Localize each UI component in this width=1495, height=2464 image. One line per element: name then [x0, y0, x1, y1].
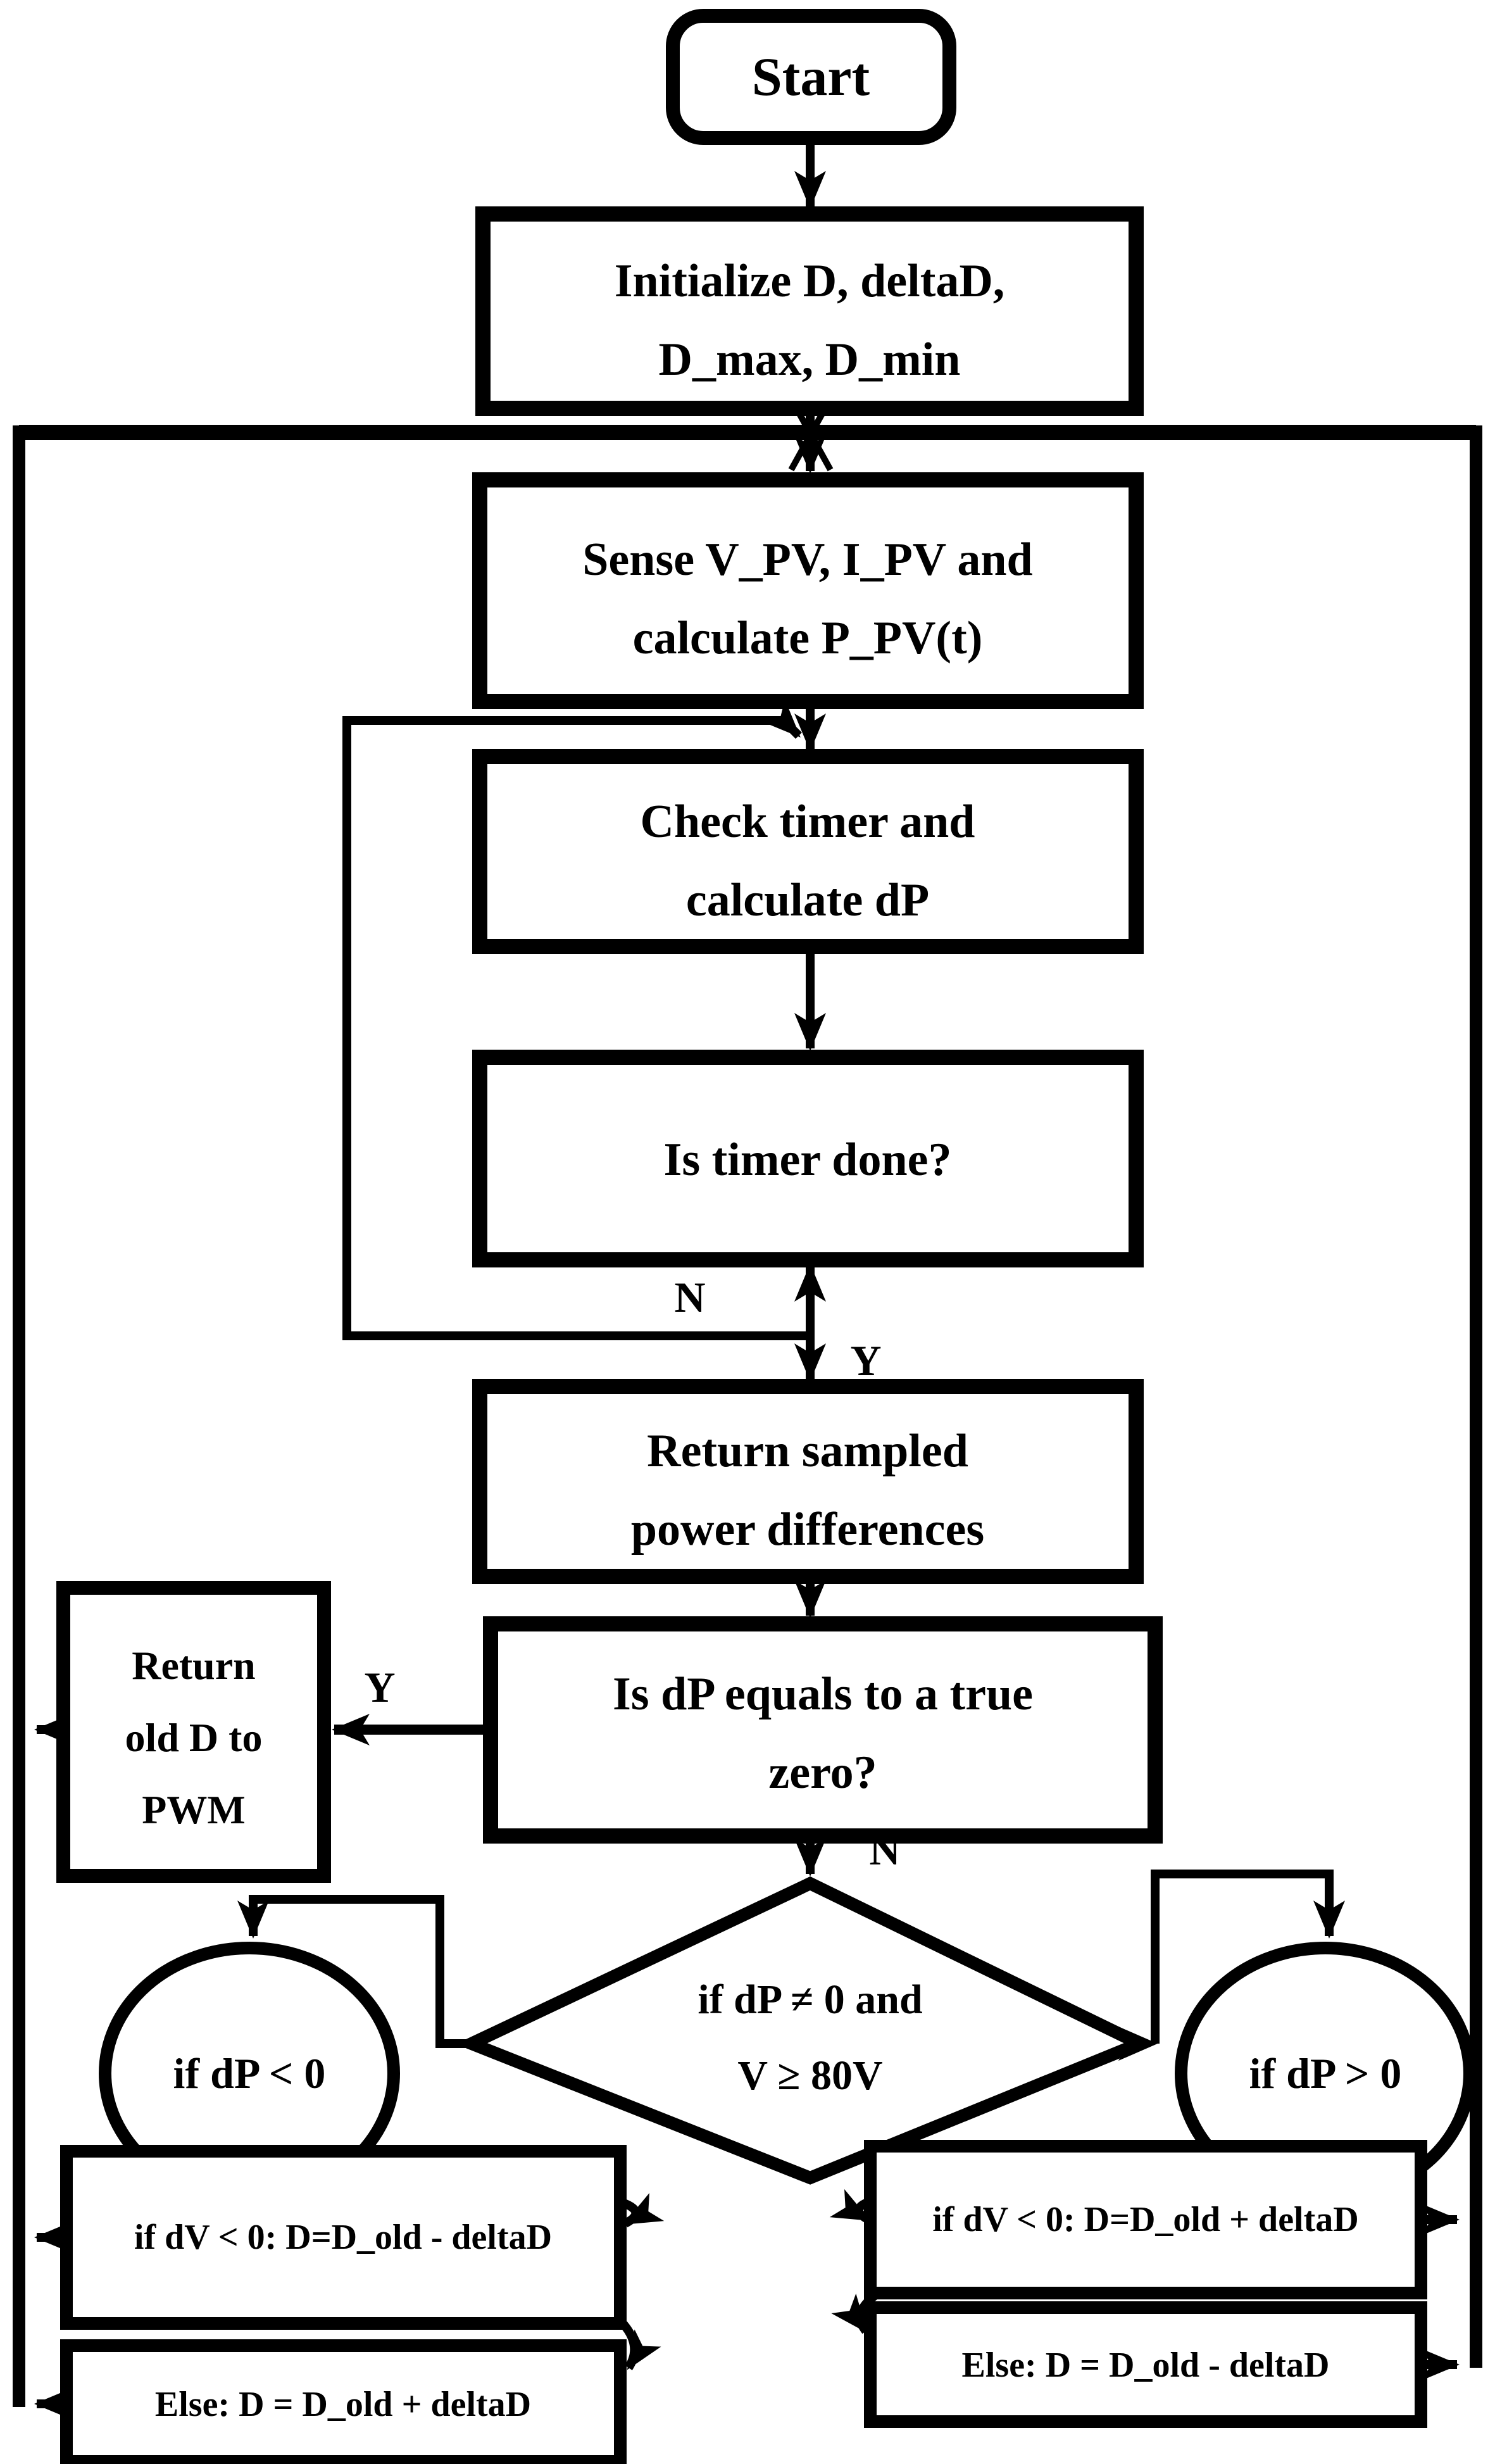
dp-negative-label: if dP < 0 — [173, 2049, 326, 2097]
label-timer-yes: Y — [850, 1336, 881, 1385]
node-right-if: if dV < 0: D=D_old + deltaD — [864, 2140, 1427, 2299]
node-sense: Sense V_PV, I_PV and calculate P_PV(t) — [472, 472, 1144, 709]
initialize-line2: D_max, D_min — [659, 334, 961, 386]
node-initialize: Initialize D, deltaD, D_max, D_min — [475, 206, 1144, 416]
check-timer-box — [472, 749, 1144, 954]
node-left-if: if dV < 0: D=D_old - deltaD — [60, 2145, 627, 2330]
check-timer-line1: Check timer and — [641, 796, 975, 848]
return-old-d-line1: Return — [132, 1643, 256, 1688]
return-sampled-box — [472, 1379, 1144, 1584]
feedback-rails — [13, 425, 1482, 2407]
right-else-label: Else: D = D_old - deltaD — [962, 2346, 1330, 2385]
edge-diamond-dpnegative — [237, 1895, 472, 2048]
return-sampled-line2: power differences — [631, 1504, 984, 1556]
node-check-timer: Check timer and calculate dP — [472, 749, 1144, 954]
right-if-box — [864, 2140, 1427, 2299]
node-return-sampled: Return sampled power differences — [472, 1379, 1144, 1584]
is-dp-zero-box — [483, 1616, 1163, 1844]
dp-condition-diamond — [455, 1876, 1155, 2185]
left-else-label: Else: D = D_old + deltaD — [155, 2385, 531, 2424]
check-timer-line2: calculate dP — [686, 874, 929, 926]
is-dp-zero-line2: zero? — [768, 1747, 877, 1799]
node-left-else: Else: D = D_old + deltaD — [60, 2339, 627, 2464]
edge-timer-no-return-arrow — [762, 699, 802, 739]
return-old-d-line2: old D to — [125, 1715, 263, 1760]
is-timer-done-label: Is timer done? — [664, 1134, 952, 1186]
dp-condition-line2: V ≥ 80V — [737, 2052, 882, 2099]
node-is-dp-zero: Is dP equals to a true zero? — [483, 1616, 1163, 1844]
initialize-line1: Initialize D, deltaD, — [615, 255, 1005, 307]
is-timer-done-box — [472, 1050, 1144, 1267]
label-timer-no: N — [674, 1273, 705, 1321]
return-old-d-line3: PWM — [142, 1787, 246, 1832]
initialize-box — [475, 206, 1144, 416]
node-is-timer-done: Is timer done? — [472, 1050, 1144, 1267]
right-if-label: if dV < 0: D=D_old + deltaD — [932, 2200, 1358, 2239]
left-else-box — [60, 2339, 627, 2464]
start-terminator — [666, 9, 956, 145]
label-dpzero-yes: Y — [364, 1663, 395, 1711]
dp-condition-line1: if dP ≠ 0 and — [697, 1977, 922, 2023]
right-else-box — [864, 2301, 1427, 2428]
left-if-label: if dV < 0: D=D_old - deltaD — [134, 2218, 552, 2257]
node-dp-condition: if dP ≠ 0 and V ≥ 80V — [455, 1876, 1155, 2185]
sense-line2: calculate P_PV(t) — [633, 612, 983, 664]
sense-line1: Sense V_PV, I_PV and — [582, 534, 1032, 586]
node-dp-positive: if dP > 0 — [1175, 1942, 1476, 2205]
node-right-else: Else: D = D_old - deltaD — [864, 2301, 1427, 2428]
edge-diamond-dppositive — [1151, 1870, 1345, 2044]
sense-box — [472, 472, 1144, 709]
node-start: Start — [666, 9, 956, 145]
node-return-old-d: Return old D to PWM — [56, 1581, 331, 1883]
return-sampled-line1: Return sampled — [647, 1425, 968, 1477]
start-label: Start — [752, 46, 870, 107]
is-dp-zero-line1: Is dP equals to a true — [613, 1668, 1033, 1720]
dp-positive-label: if dP > 0 — [1249, 2049, 1402, 2097]
left-if-box — [60, 2145, 627, 2330]
return-old-d-box — [56, 1581, 331, 1883]
node-dp-negative: if dP < 0 — [99, 1942, 400, 2205]
